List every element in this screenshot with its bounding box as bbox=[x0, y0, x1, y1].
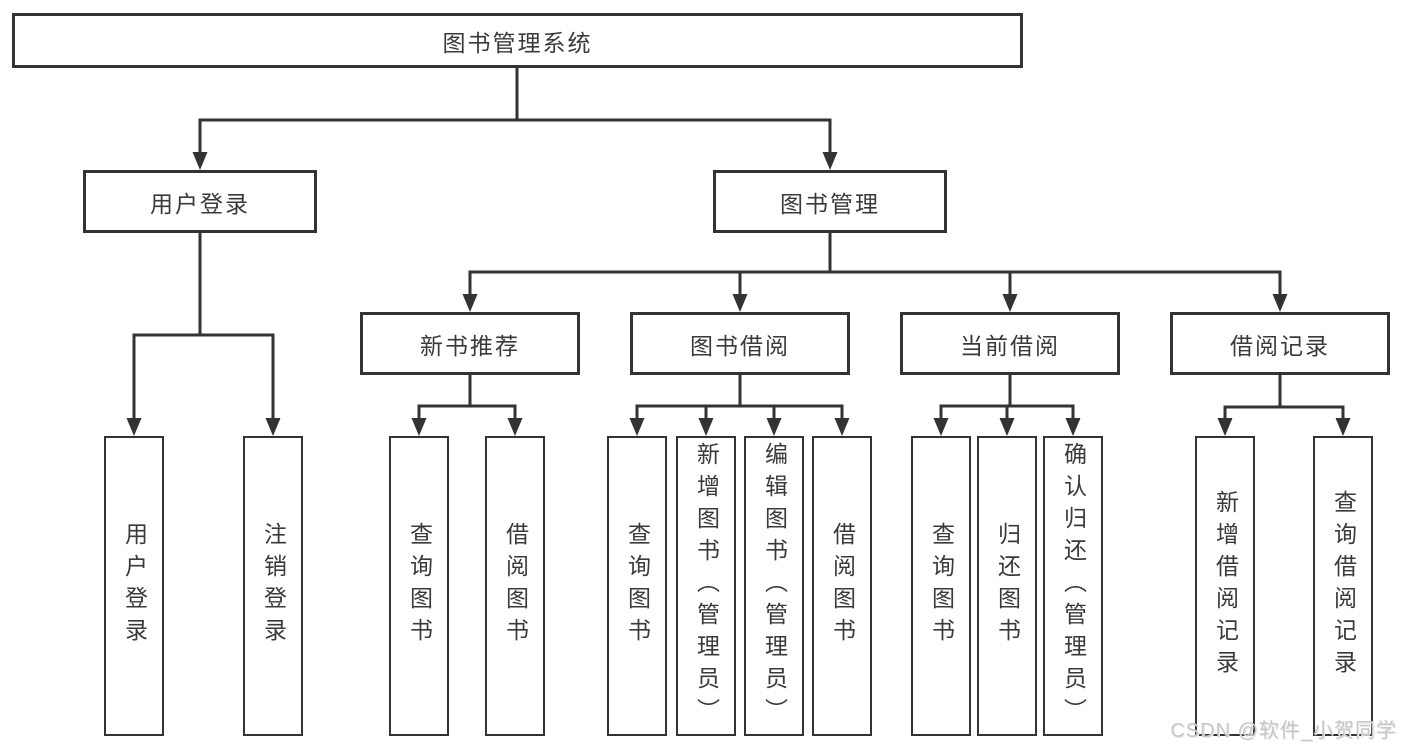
arrowhead bbox=[698, 418, 714, 436]
node-cb-confirm-return-admin-label: 确认归还（管理员） bbox=[1060, 442, 1087, 730]
arrowhead bbox=[766, 418, 782, 436]
arrowhead bbox=[507, 418, 523, 436]
arrowhead bbox=[126, 418, 142, 436]
node-nb-borrow-books: 借阅图书 bbox=[485, 436, 545, 736]
node-nb-query-books: 查询图书 bbox=[389, 436, 449, 736]
arrowhead bbox=[1002, 294, 1018, 312]
node-cb-return-books-label: 归还图书 bbox=[994, 522, 1021, 650]
node-bb-borrow-books: 借阅图书 bbox=[812, 436, 872, 736]
arrowhead bbox=[411, 418, 427, 436]
node-bb-query-books: 查询图书 bbox=[607, 436, 667, 736]
arrowhead bbox=[834, 418, 850, 436]
node-bb-query-books-label: 查询图书 bbox=[624, 522, 651, 650]
connector-user-login bbox=[132, 233, 275, 419]
connector-book-borrow bbox=[635, 375, 844, 419]
node-br-query-record-label: 查询借阅记录 bbox=[1330, 490, 1357, 682]
node-book-management: 图书管理 bbox=[713, 170, 947, 233]
node-bb-edit-book-admin-label: 编辑图书（管理员） bbox=[761, 442, 788, 730]
node-user-login-leaf-label: 用户登录 bbox=[121, 522, 148, 650]
node-book-borrow: 图书借阅 bbox=[630, 312, 850, 375]
node-bb-add-book-admin-label: 新增图书（管理员） bbox=[693, 442, 720, 730]
node-logout-leaf: 注销登录 bbox=[243, 436, 303, 736]
node-current-borrow-label: 当前借阅 bbox=[960, 332, 1060, 359]
node-book-borrow-label: 图书借阅 bbox=[690, 332, 790, 359]
node-new-book-recommend-label: 新书推荐 bbox=[420, 332, 520, 359]
node-bb-borrow-books-label: 借阅图书 bbox=[829, 522, 856, 650]
connector-new-book-recommend bbox=[417, 375, 517, 419]
node-current-borrow: 当前借阅 bbox=[900, 312, 1120, 375]
connector-borrow-records bbox=[1223, 375, 1345, 419]
node-new-book-recommend: 新书推荐 bbox=[360, 312, 580, 375]
node-bb-edit-book-admin: 编辑图书（管理员） bbox=[744, 436, 804, 736]
node-borrow-records: 借阅记录 bbox=[1170, 312, 1390, 375]
arrowhead bbox=[822, 152, 838, 170]
arrowhead bbox=[1335, 418, 1351, 436]
node-borrow-records-label: 借阅记录 bbox=[1230, 332, 1330, 359]
node-bb-add-book-admin: 新增图书（管理员） bbox=[676, 436, 736, 736]
node-cb-query-books: 查询图书 bbox=[911, 436, 971, 736]
arrowhead bbox=[999, 418, 1015, 436]
node-nb-query-books-label: 查询图书 bbox=[406, 522, 433, 650]
node-br-query-record: 查询借阅记录 bbox=[1313, 436, 1373, 736]
node-root-label: 图书管理系统 bbox=[442, 29, 593, 56]
node-user-login-leaf: 用户登录 bbox=[104, 436, 164, 736]
node-logout-leaf-label: 注销登录 bbox=[260, 522, 287, 650]
node-br-add-record-label: 新增借阅记录 bbox=[1212, 490, 1239, 682]
arrowhead bbox=[1217, 418, 1233, 436]
arrowhead bbox=[462, 294, 478, 312]
node-cb-return-books: 归还图书 bbox=[977, 436, 1037, 736]
node-user-login-label: 用户登录 bbox=[150, 190, 250, 217]
arrowhead bbox=[1065, 418, 1081, 436]
node-user-login: 用户登录 bbox=[83, 170, 317, 233]
arrowhead bbox=[629, 418, 645, 436]
connector-root bbox=[198, 68, 832, 153]
arrowhead bbox=[933, 418, 949, 436]
arrowhead bbox=[265, 418, 281, 436]
node-book-management-label: 图书管理 bbox=[780, 190, 880, 217]
arrowhead bbox=[192, 152, 208, 170]
connector-current-borrow bbox=[939, 375, 1075, 419]
connector-book-management bbox=[468, 233, 1282, 295]
node-nb-borrow-books-label: 借阅图书 bbox=[502, 522, 529, 650]
node-br-add-record: 新增借阅记录 bbox=[1195, 436, 1255, 736]
node-cb-query-books-label: 查询图书 bbox=[928, 522, 955, 650]
arrowhead bbox=[732, 294, 748, 312]
node-cb-confirm-return-admin: 确认归还（管理员） bbox=[1043, 436, 1103, 736]
node-root: 图书管理系统 bbox=[12, 13, 1023, 68]
watermark: CSDN @软件_小贺同学 bbox=[1170, 720, 1397, 742]
arrowhead bbox=[1272, 294, 1288, 312]
